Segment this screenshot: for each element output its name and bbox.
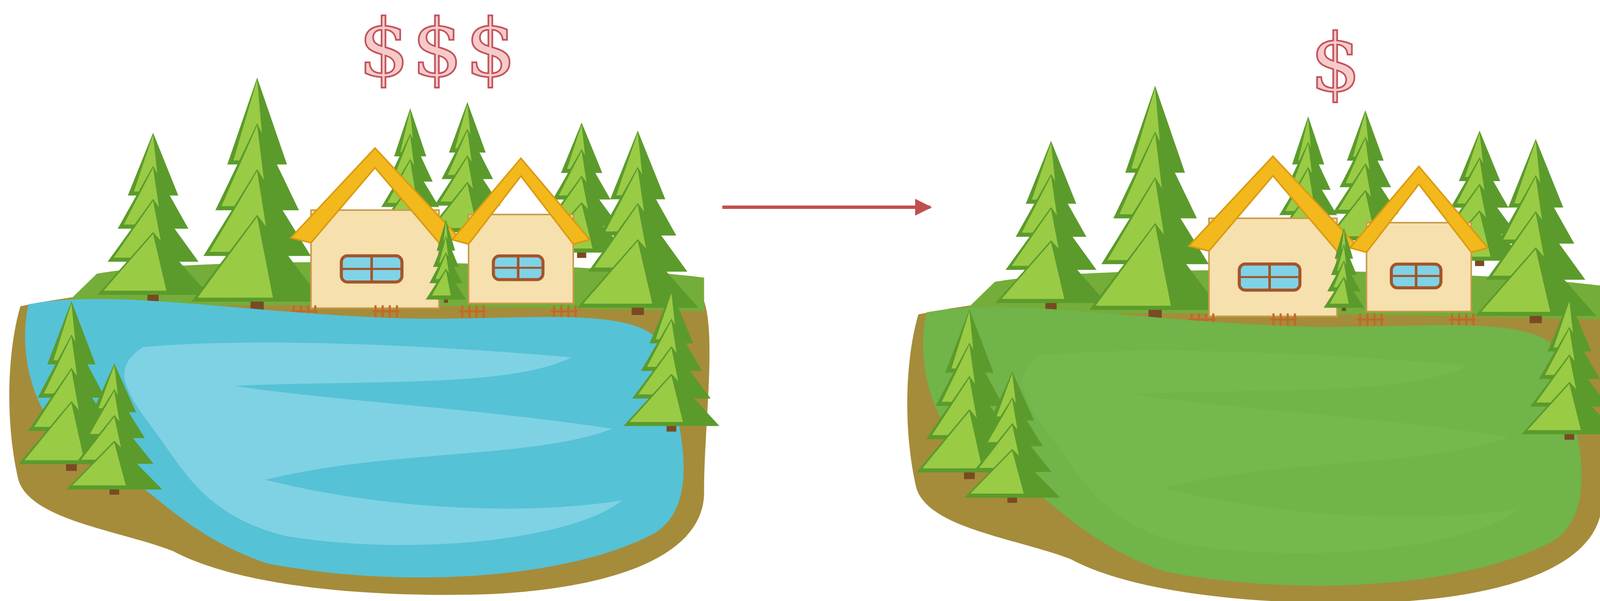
lake-scene: [9, 77, 720, 595]
scene-panel: $$$: [0, 0, 725, 601]
cost-symbol: $: [1210, 23, 1464, 104]
pine-tree: [1521, 298, 1600, 440]
scene-panel: $: [905, 0, 1600, 601]
fence: [1270, 313, 1297, 326]
pine-tree: [1323, 227, 1365, 312]
house: [452, 158, 590, 304]
house: [1349, 166, 1488, 312]
pine-tree: [18, 300, 125, 471]
lake-scene: [907, 85, 1600, 601]
lake-highlight: [1022, 350, 1521, 554]
scene-group: [9, 77, 1600, 601]
pine-tree: [995, 141, 1107, 310]
lake-water: [25, 298, 684, 578]
pine-tree: [66, 363, 163, 495]
pine-tree: [916, 309, 1023, 480]
cost-symbol: $$$: [312, 8, 565, 89]
fence: [372, 305, 400, 318]
pine-tree: [97, 132, 209, 302]
fence: [551, 305, 578, 318]
fence: [1357, 313, 1384, 326]
pine-tree: [964, 371, 1061, 503]
shore-ground: [907, 287, 1600, 601]
shore-ground: [9, 279, 710, 595]
pine-tree: [191, 77, 323, 311]
lake-water: [923, 306, 1582, 586]
pine-tree: [425, 219, 466, 303]
fence: [459, 305, 486, 318]
fence: [1448, 313, 1476, 326]
pine-tree: [623, 290, 720, 432]
pine-tree: [1089, 85, 1221, 320]
house: [1188, 156, 1358, 317]
pine-tree: [577, 130, 699, 315]
flow-arrow: [722, 205, 931, 209]
house: [290, 147, 460, 308]
pine-tree: [1474, 138, 1597, 324]
lake-highlight: [124, 342, 623, 545]
